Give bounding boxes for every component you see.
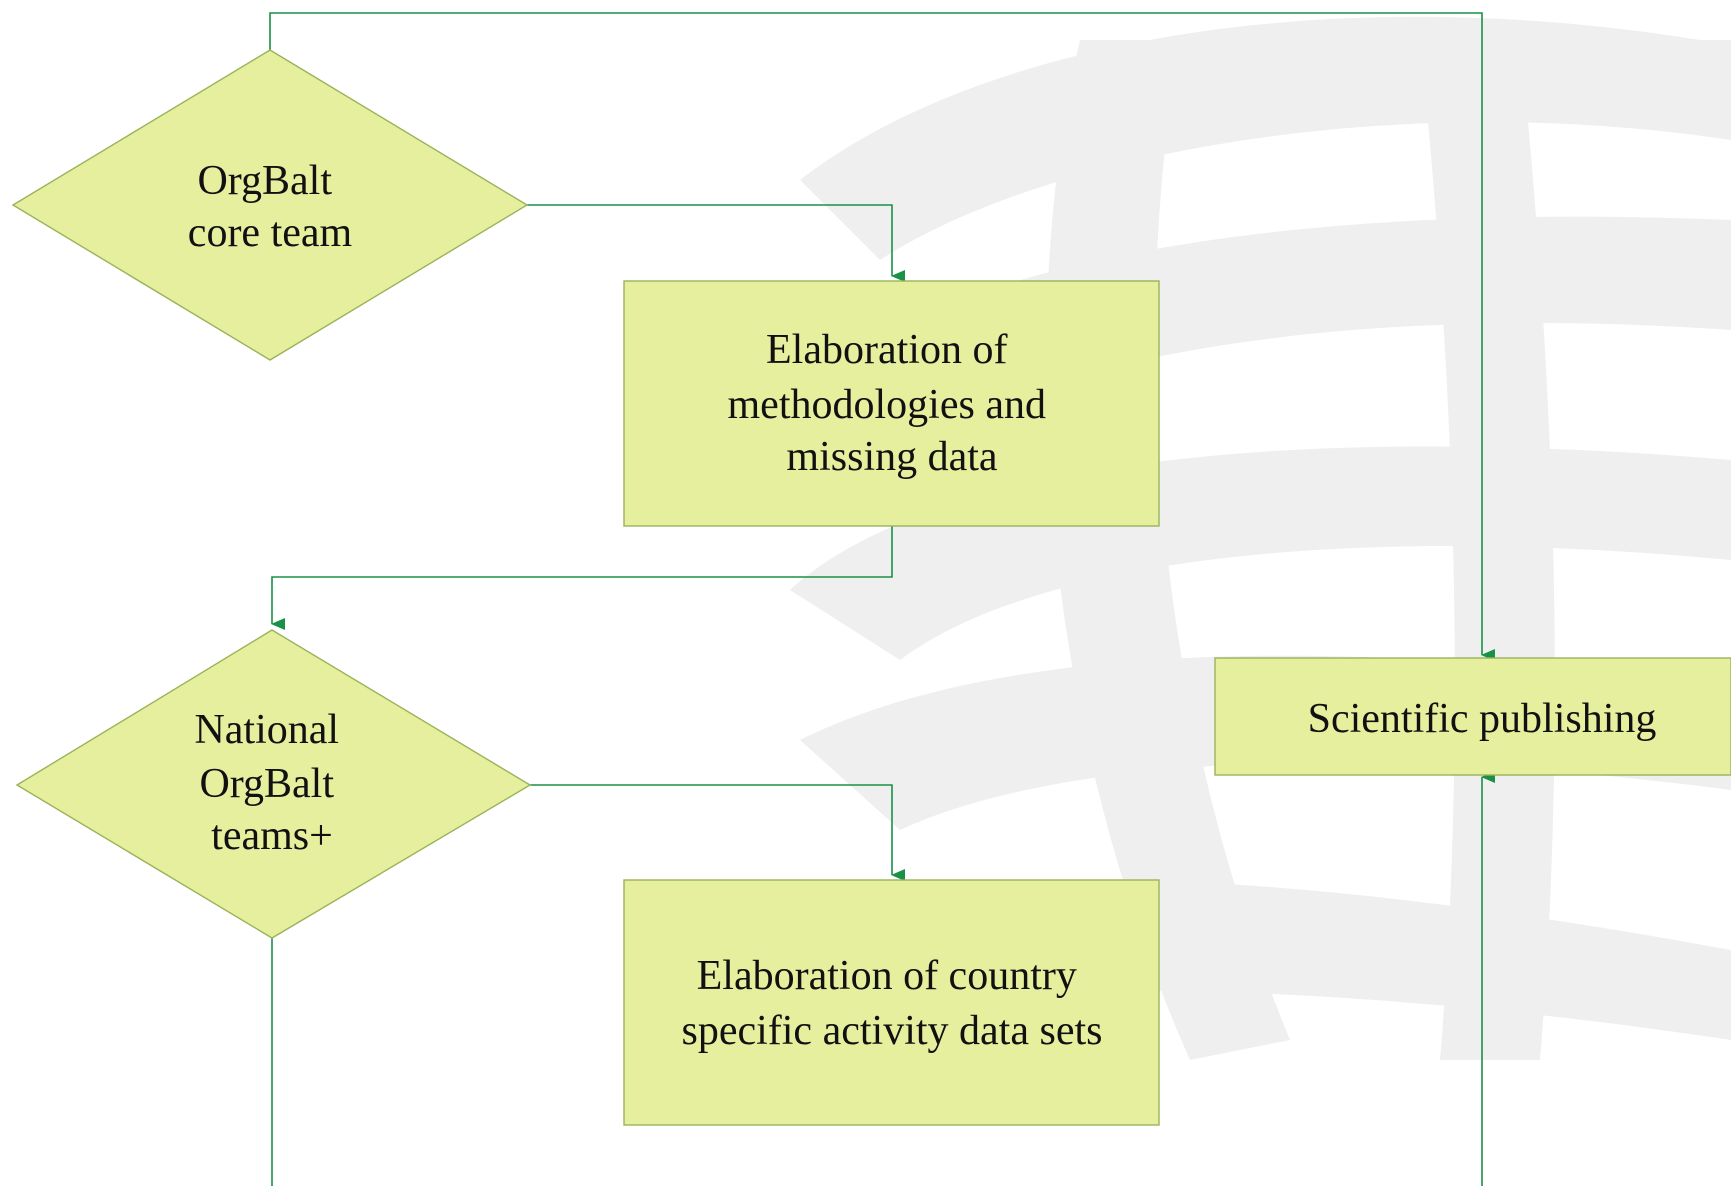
svg-text:Elaboration of methodo: Elaboration of methodologies and missing… bbox=[728, 327, 1057, 480]
svg-text:Scientific publishing: Scientific publishing bbox=[1308, 696, 1657, 742]
node-label-line: OrgBalt bbox=[199, 761, 334, 807]
process-box bbox=[623, 280, 1160, 527]
decision-diamond bbox=[15, 629, 532, 939]
connector-methodologies-to-national bbox=[271, 525, 893, 630]
process-elaboration-of-methodologies: Elaboration of methodologies and missing… bbox=[623, 280, 1160, 527]
node-label-line: Scientific publishing bbox=[1308, 696, 1657, 742]
node-label-line: Elaboration of bbox=[766, 327, 1007, 373]
process-box bbox=[623, 879, 1160, 1126]
node-label-line: National bbox=[194, 707, 339, 753]
svg-text:OrgBalt core team: OrgBalt core team bbox=[188, 158, 353, 256]
svg-text:National OrgBalt: National OrgBalt teams+ bbox=[194, 707, 349, 859]
process-scientific-publishing: Scientific publishing bbox=[1214, 657, 1731, 776]
node-label-line: teams+ bbox=[211, 813, 333, 859]
node-label-line: missing data bbox=[786, 434, 998, 480]
process-elaboration-of-country-data: Elaboration of country specific activity… bbox=[623, 879, 1160, 1126]
globe-meridian bbox=[1420, 40, 1555, 1060]
decision-diamond bbox=[11, 49, 529, 361]
node-label-line: core team bbox=[188, 210, 353, 256]
node-label-line: methodologies and bbox=[728, 382, 1046, 428]
node-label-line: OrgBalt bbox=[197, 158, 332, 204]
connector-core-to-methodologies bbox=[527, 204, 905, 282]
decision-orgbalt-core-team: OrgBalt core team bbox=[11, 49, 529, 361]
svg-text:Elaboration of country: Elaboration of country specific activity… bbox=[681, 953, 1102, 1054]
connectors bbox=[269, 12, 1495, 1186]
node-label-line: specific activity data sets bbox=[681, 1008, 1102, 1054]
process-box bbox=[1214, 657, 1731, 776]
node-label-line: Elaboration of country bbox=[697, 953, 1077, 999]
decision-national-orgbalt-teams: National OrgBalt teams+ bbox=[15, 629, 532, 939]
connector-core-to-publishing bbox=[269, 12, 1495, 661]
connector-national-to-country-data bbox=[530, 784, 905, 881]
